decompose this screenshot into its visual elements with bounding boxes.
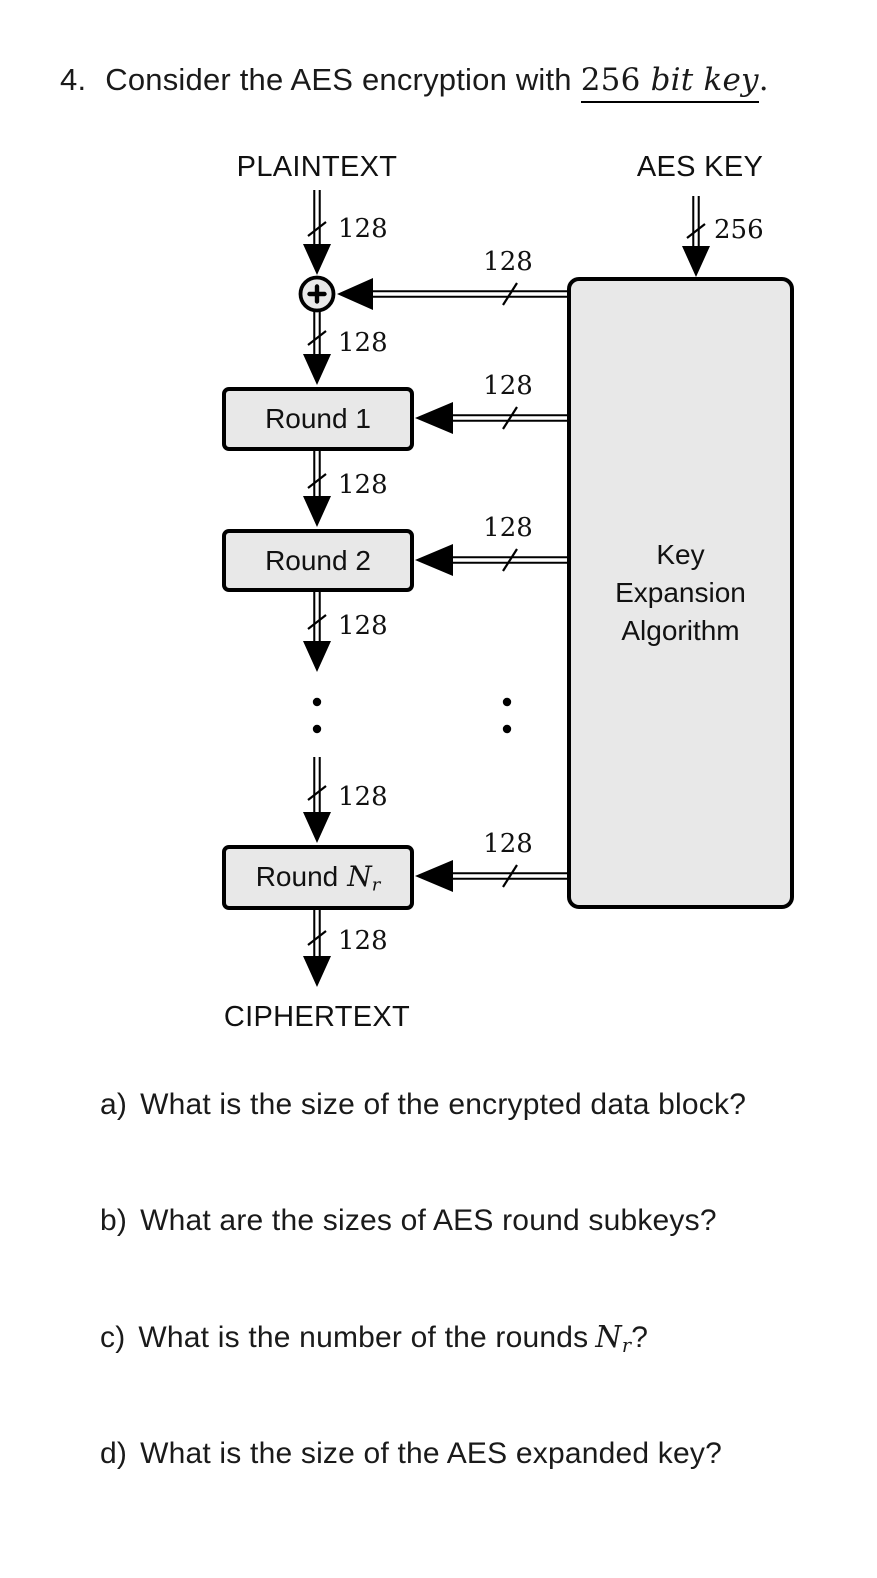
question-c-suffix: ?	[631, 1321, 649, 1354]
round-1-label: Round 1	[265, 403, 371, 434]
question-b: b) What are the sizes of AES round subkey…	[100, 1204, 717, 1238]
plaintext-label: PLAINTEXT	[236, 151, 398, 183]
question-c-text: What is the number of the rounds	[138, 1321, 589, 1354]
bus-width-round1-out: 128	[338, 470, 388, 500]
bus-width-round2-key: 128	[483, 513, 533, 543]
question-title-text: Consider the AES encryption with	[105, 62, 572, 97]
question-b-text: What are the sizes of AES round subkeys?	[140, 1204, 717, 1237]
bus-width-aes-key-in: 256	[714, 215, 764, 245]
round-2-label: Round 2	[265, 544, 371, 576]
key-expansion-box: Key Expansion Algorithm	[567, 277, 794, 909]
round-2-box: Round 2	[222, 529, 414, 592]
aes-key-label: AES KEY	[636, 151, 764, 183]
round-nr-symbol: N	[347, 859, 372, 893]
question-a: a) What is the size of the encrypted data…	[100, 1088, 746, 1122]
round-nr-word: Round	[255, 860, 339, 892]
bus-width-roundnr-key: 128	[483, 829, 533, 859]
question-a-label: a)	[100, 1088, 128, 1121]
key-expansion-line2: Expansion	[615, 577, 746, 608]
bus-width-xor-out: 128	[338, 328, 388, 358]
continuation-dots	[312, 697, 512, 734]
xor-icon	[298, 275, 336, 313]
question-a-text: What is the size of the encrypted data b…	[140, 1088, 747, 1121]
question-d: d) What is the size of the AES expanded k…	[100, 1437, 722, 1471]
key-expansion-label: Key Expansion Algorithm	[615, 536, 746, 650]
bus-width-whitening-key: 128	[483, 247, 533, 277]
question-c-math-symbol: N	[595, 1320, 622, 1355]
key-size-words: bit key	[650, 62, 759, 98]
bus-width-plaintext-in: 128	[338, 214, 388, 244]
key-expansion-line3: Algorithm	[621, 615, 740, 646]
question-number: 4.	[60, 62, 87, 97]
bus-width-ciphertext-out: 128	[338, 926, 388, 956]
question-d-label: d)	[100, 1437, 128, 1470]
question-b-label: b)	[100, 1204, 128, 1237]
question-d-text: What is the size of the AES expanded key…	[140, 1437, 722, 1470]
round-1-box: Round 1	[222, 387, 414, 451]
key-size-underlined: 256 bit key	[580, 62, 759, 103]
key-expansion-line1: Key	[656, 539, 705, 570]
question-c-math-subscript: r	[621, 1333, 632, 1357]
ciphertext-label: CIPHERTEXT	[223, 1001, 411, 1033]
key-size-value: 256	[580, 62, 641, 98]
bus-width-round1-key: 128	[483, 371, 533, 401]
bus-width-roundnr-in: 128	[338, 782, 388, 812]
title-period: .	[758, 62, 769, 98]
question-title: 4. Consider the AES encryption with 256 …	[60, 62, 769, 103]
round-nr-subscript: r	[371, 874, 381, 896]
bus-width-round2-out: 128	[338, 611, 388, 641]
question-c-label: c)	[100, 1321, 126, 1354]
